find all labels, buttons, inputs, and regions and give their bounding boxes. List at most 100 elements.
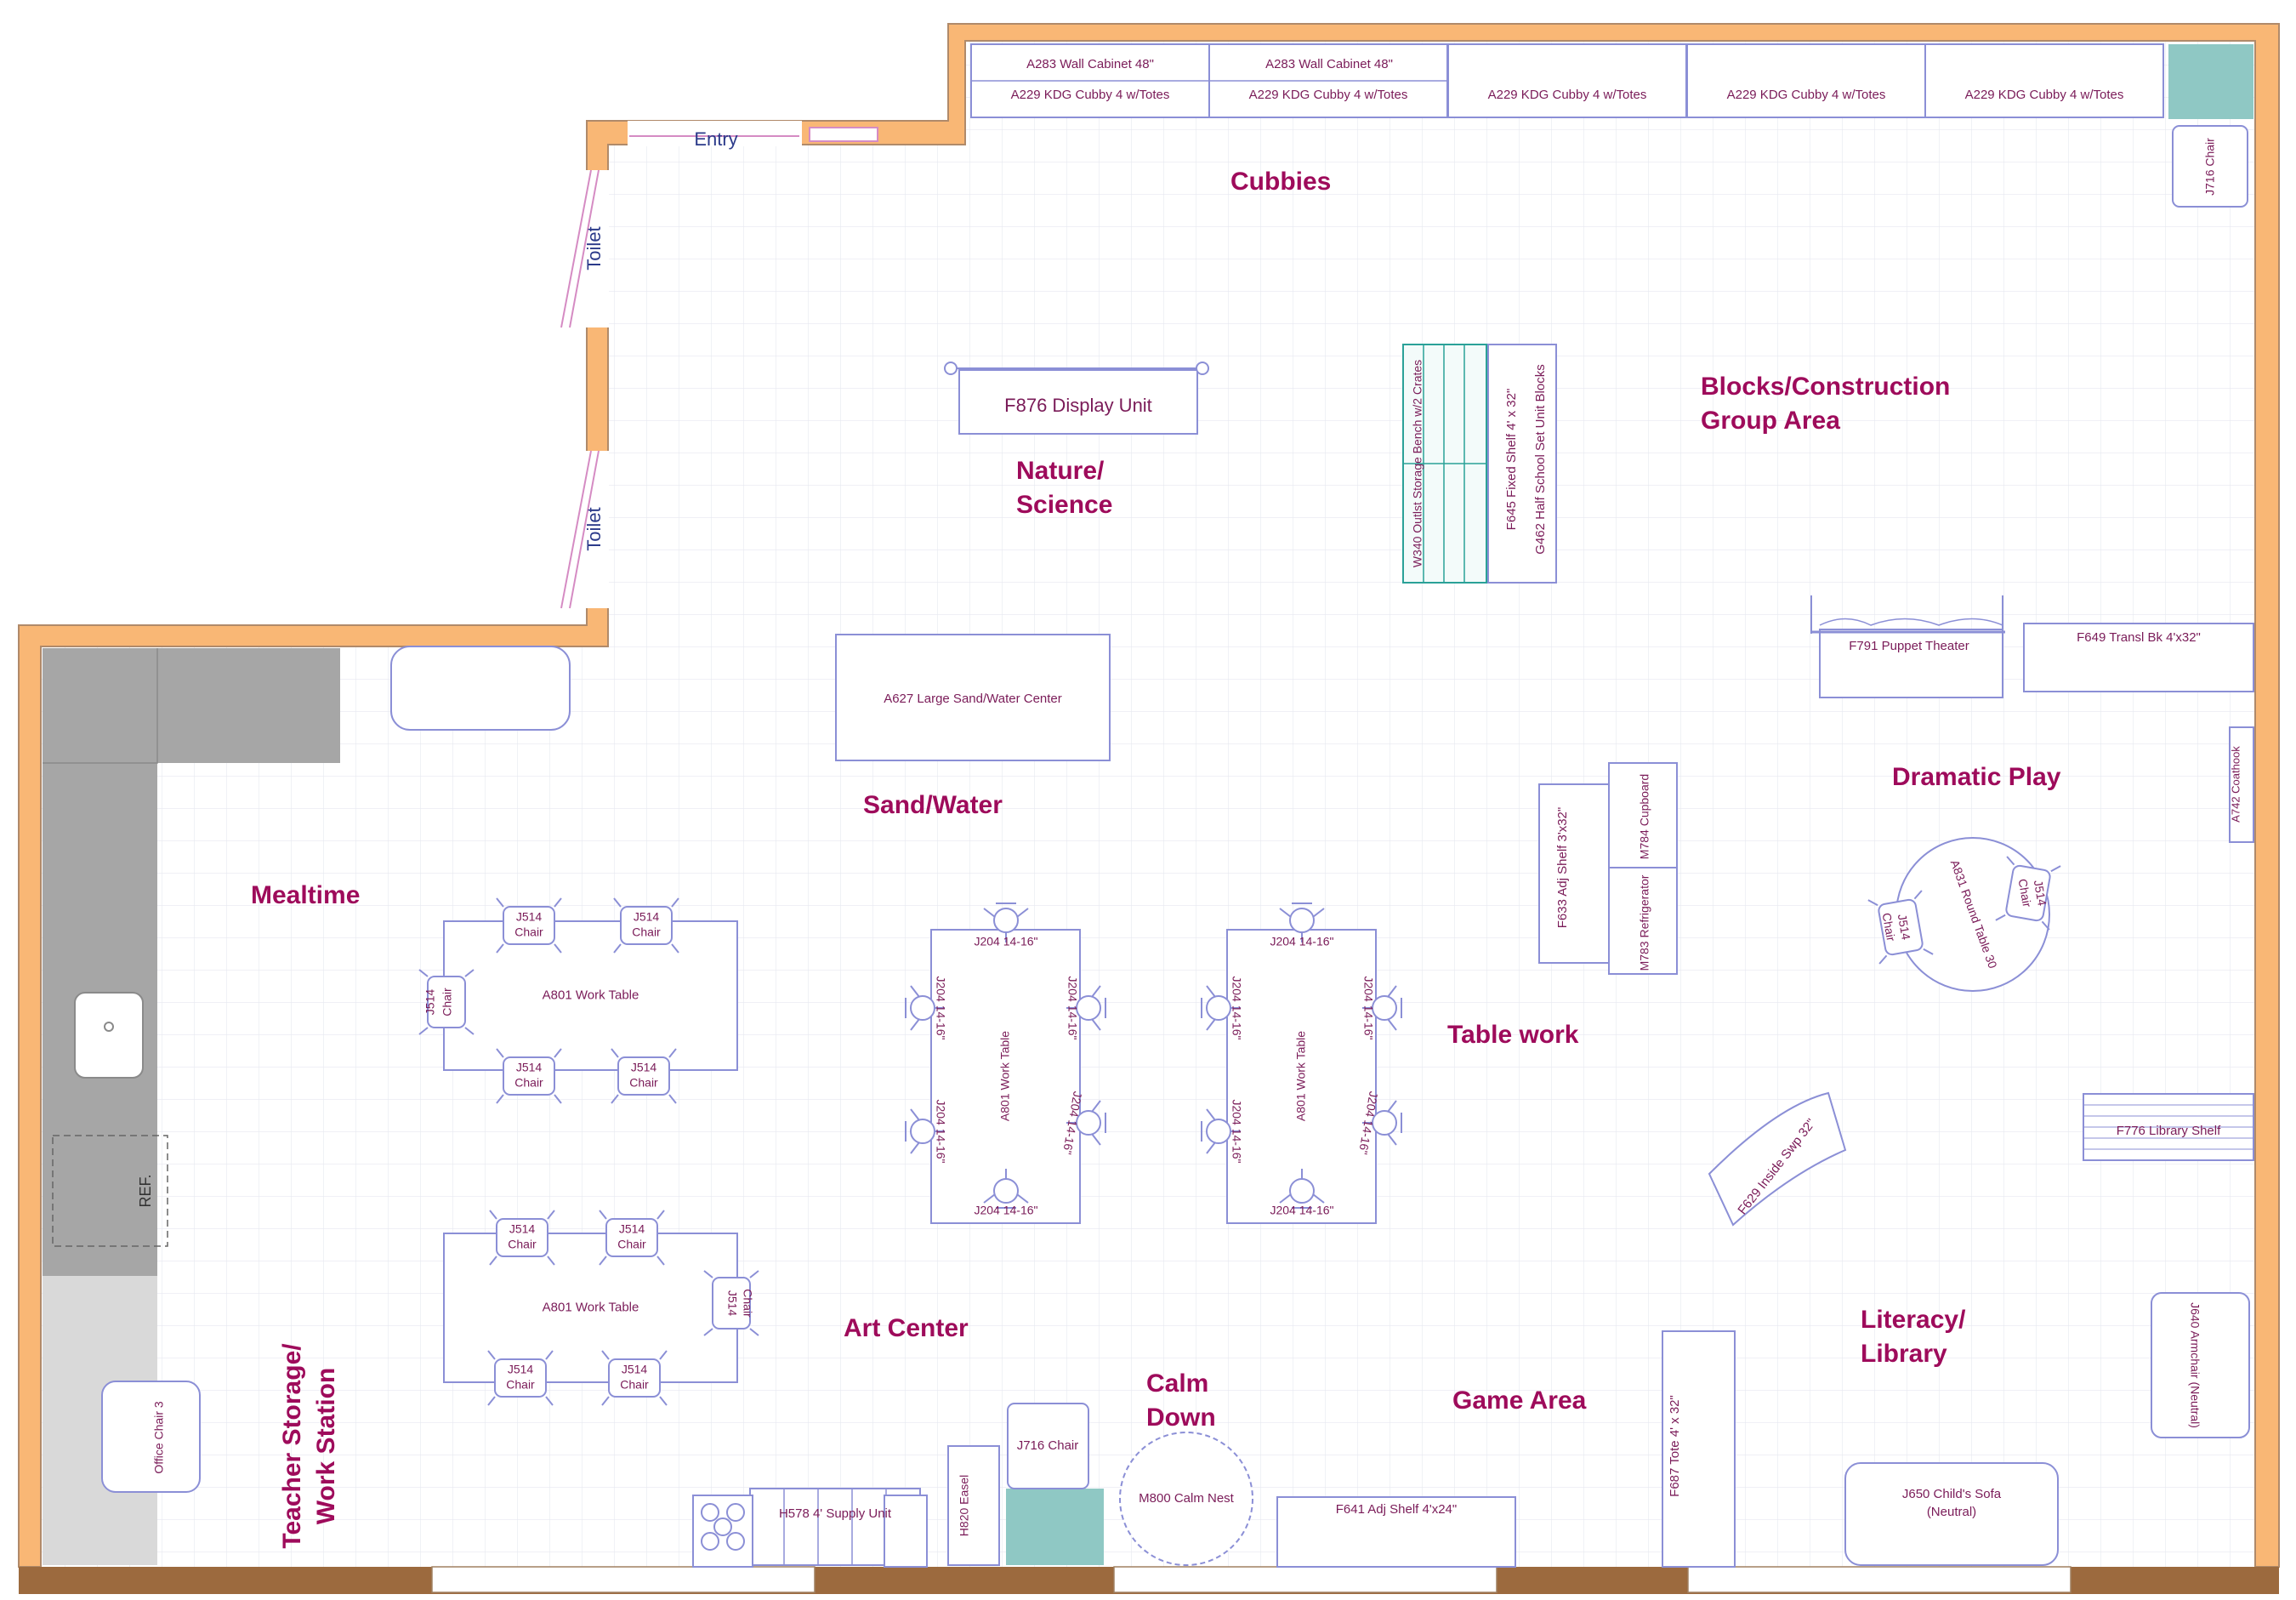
puppet-theater-label: F791 Puppet Theater	[1849, 639, 1969, 653]
chair-label: J514	[509, 1222, 536, 1236]
zone-label-mealtime: Mealtime	[251, 881, 360, 909]
chair-label: J514	[516, 1061, 543, 1074]
armchair	[2151, 1292, 2250, 1438]
childs-sofa	[1844, 1462, 2059, 1566]
sofa-label-2: (Neutral)	[1927, 1505, 1976, 1519]
chair-label: Chair	[508, 1238, 537, 1251]
cubby-label: A229 KDG Cubby 4 w/Totes	[1249, 88, 1408, 102]
zone-label-down: Down	[1146, 1404, 1216, 1432]
j514-chair	[613, 897, 679, 954]
zone-label-blocks: Blocks/Construction	[1701, 373, 1950, 401]
j514-chair	[599, 1210, 665, 1266]
armchair-label: J640 Armchair (Neutral)	[2188, 1302, 2202, 1428]
refrigerator-ref	[52, 1135, 168, 1247]
chair-label: J514	[2032, 879, 2049, 907]
work-table-label: A801 Work Table	[543, 988, 639, 1002]
refrigerator	[1608, 867, 1678, 975]
floor	[41, 41, 2255, 1567]
adj-shelf-3-label: F633 Adj Shelf 3'x32"	[1555, 807, 1570, 928]
j514-chair	[496, 897, 562, 954]
j204-chair	[983, 902, 1029, 942]
wall-cabinet-label: A283 Wall Cabinet 48"	[1026, 57, 1154, 71]
cubby-label: A229 KDG Cubby 4 w/Totes	[1727, 88, 1886, 102]
sand-water-center	[835, 634, 1111, 761]
zone-label-table-work: Table work	[1447, 1021, 1579, 1049]
zone-label-teacher-storage: Teacher Storage/	[278, 1343, 306, 1549]
j204-label: J204 14-16"	[1270, 935, 1333, 948]
chair-label: J514	[622, 1363, 648, 1376]
j204-chair	[1201, 1108, 1241, 1154]
j204-chair	[905, 1108, 945, 1154]
easel	[947, 1445, 1000, 1566]
chair-label: J514	[423, 989, 437, 1016]
j514-chair	[489, 1210, 555, 1266]
refrigerator-label: M783 Refrigerator	[1638, 874, 1651, 971]
chair-label: J514	[631, 1061, 657, 1074]
chair-label: J514	[1895, 913, 1913, 941]
ref-label: REF.	[137, 1174, 154, 1207]
chair-label: Chair	[440, 988, 454, 1016]
chair-label: Chair	[632, 925, 661, 939]
zone-label-sand-water: Sand/Water	[863, 791, 1003, 819]
j204-label: J204 14-16"	[934, 1099, 947, 1163]
zone-label-calm: Calm	[1146, 1369, 1208, 1398]
display-unit	[958, 369, 1198, 435]
walls	[18, 23, 2280, 1594]
outer-wall	[18, 23, 2280, 1568]
teal-calm-block	[1006, 1489, 1104, 1565]
j204-label: J204 14-16"	[1361, 976, 1375, 1039]
j514-chair	[487, 1350, 554, 1406]
work-table-label: A801 Work Table	[543, 1300, 639, 1314]
j204-chair	[1066, 1100, 1106, 1146]
chair-label: J514	[725, 1290, 739, 1317]
transl-bk	[2023, 623, 2254, 692]
j716-chair-label: J716 Chair	[2203, 138, 2217, 196]
chair-label: J514	[516, 910, 543, 924]
cubby-unit	[1686, 43, 1926, 118]
easel-label: H820 Easel	[958, 1475, 971, 1536]
sink	[74, 992, 144, 1079]
adj-shelf-3	[1538, 783, 1612, 964]
library-shelf-label: F776 Library Shelf	[2117, 1124, 2221, 1138]
zone-label-work-station: Work Station	[312, 1368, 340, 1524]
calm-nest	[1119, 1432, 1253, 1566]
mealtime-table-1	[443, 920, 738, 1071]
coathook-label: A742 Coathook	[2229, 746, 2242, 823]
office-chair-label: Office Chair 3	[152, 1401, 166, 1474]
cubby-unit	[1447, 43, 1687, 118]
j514-chair	[601, 1350, 668, 1406]
j204-label: J204 14-16"	[974, 935, 1037, 948]
adj-shelf-4	[1276, 1496, 1516, 1568]
j204-label: J204 14-16"	[1270, 1204, 1333, 1217]
zone-label-group-area: Group Area	[1701, 407, 1840, 435]
j514-chair	[703, 1270, 759, 1336]
j204-label: J204 14-16"	[1230, 1099, 1243, 1163]
zone-label-cubbies: Cubbies	[1230, 168, 1331, 196]
inside-swp	[1708, 1091, 1847, 1227]
coathook	[2229, 726, 2254, 843]
entry-label: Entry	[694, 128, 737, 150]
chair-label: Chair	[514, 925, 543, 939]
supply-unit-label: H578 4' Supply Unit	[779, 1506, 892, 1521]
calm-nest-label: M800 Calm Nest	[1139, 1491, 1235, 1506]
storage-bench-label: W340 Outlst Storage Bench w/2 Crates	[1411, 360, 1424, 567]
zone-label-science: Science	[1016, 491, 1112, 519]
wall-cabinet-label: A283 Wall Cabinet 48"	[1265, 57, 1393, 71]
tote	[1662, 1330, 1736, 1568]
j716-chair-bottom-label: J716 Chair	[1017, 1438, 1079, 1453]
zone-label-art-center: Art Center	[844, 1314, 969, 1342]
wash-basin	[390, 646, 571, 731]
zone-label-dramatic-play: Dramatic Play	[1892, 763, 2061, 791]
j204-chair	[1362, 985, 1402, 1031]
office-chair	[101, 1381, 201, 1493]
chair-label: Chair	[620, 1378, 649, 1392]
adj-shelf-4-label: F641 Adj Shelf 4'x24"	[1336, 1502, 1457, 1517]
zone-label-nature: Nature/	[1016, 457, 1105, 485]
sand-water-center-label: A627 Large Sand/Water Center	[884, 692, 1062, 706]
work-table-label: A801 Work Table	[1294, 1031, 1308, 1121]
fixed-shelf-label: F645 Fixed Shelf 4' x 32"	[1504, 389, 1519, 531]
zone-label-library: Library	[1861, 1340, 1947, 1368]
chair-label: Chair	[506, 1378, 535, 1392]
j514-chair	[496, 1048, 562, 1104]
round-table-chair	[1995, 856, 2061, 931]
